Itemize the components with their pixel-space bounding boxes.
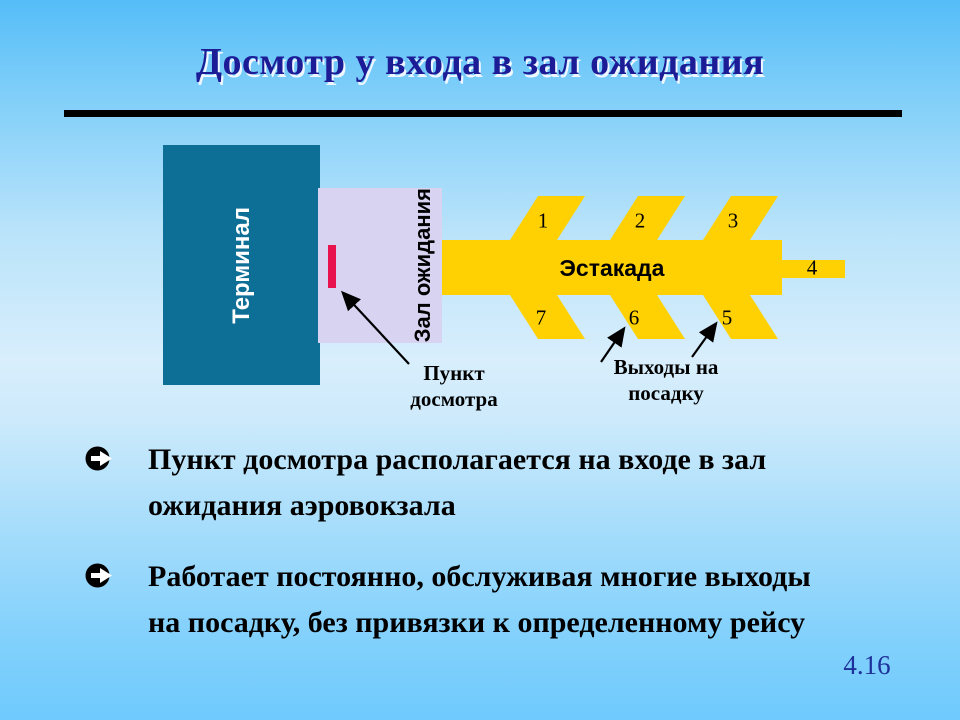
waiting-hall-label-wrap: Зал ожидания bbox=[410, 188, 436, 343]
terminal-label-wrap: Терминал bbox=[163, 145, 320, 385]
terminal-block: Терминал bbox=[163, 145, 320, 385]
pier-label: Эстакада bbox=[559, 255, 665, 281]
pier-branch-7 bbox=[509, 295, 586, 339]
gate-number-5: 5 bbox=[721, 305, 733, 330]
waiting-hall-block: Зал ожидания bbox=[318, 188, 442, 343]
pier-branch-6 bbox=[609, 295, 686, 339]
gate-number-4: 4 bbox=[806, 255, 818, 280]
circled-right-arrow-icon bbox=[85, 446, 112, 471]
gate-number-1: 1 bbox=[537, 208, 549, 233]
circled-right-arrow-icon bbox=[85, 563, 112, 588]
bullet-item-1: Пункт досмотра располагается на входе в … bbox=[85, 437, 860, 528]
pier-branch-4 bbox=[782, 260, 845, 278]
waiting-hall-label: Зал ожидания bbox=[410, 188, 435, 343]
checkpoint-label: Пункт досмотра bbox=[410, 361, 498, 411]
pier-main-bar bbox=[442, 240, 782, 295]
page-number: 4.16 bbox=[843, 650, 891, 680]
pier-branch-2 bbox=[609, 196, 686, 240]
gate-number-3: 3 bbox=[727, 208, 739, 233]
title-underline bbox=[64, 110, 902, 117]
pier-branch-5 bbox=[702, 295, 779, 339]
gate-number-6: 6 bbox=[628, 305, 640, 330]
gate-number-7: 7 bbox=[535, 305, 547, 330]
bullet-list: Пункт досмотра располагается на входе в … bbox=[85, 437, 860, 645]
gates-label: Выходы на посадку bbox=[613, 355, 719, 405]
bullet-text-1: Пункт досмотра располагается на входе в … bbox=[148, 443, 767, 522]
bullet-item-2: Работает постоянно, обслуживая многие вы… bbox=[85, 554, 860, 645]
terminal-label: Терминал bbox=[227, 206, 255, 324]
gate-arrow-5 bbox=[691, 321, 718, 358]
bullet-text-2: Работает постоянно, обслуживая многие вы… bbox=[148, 560, 811, 639]
gate-number-2: 2 bbox=[634, 208, 646, 233]
checkpoint-marker bbox=[328, 245, 336, 288]
slide-title: Досмотр у входа в зал ожидания bbox=[195, 41, 765, 83]
pier-branch-3 bbox=[702, 196, 779, 240]
